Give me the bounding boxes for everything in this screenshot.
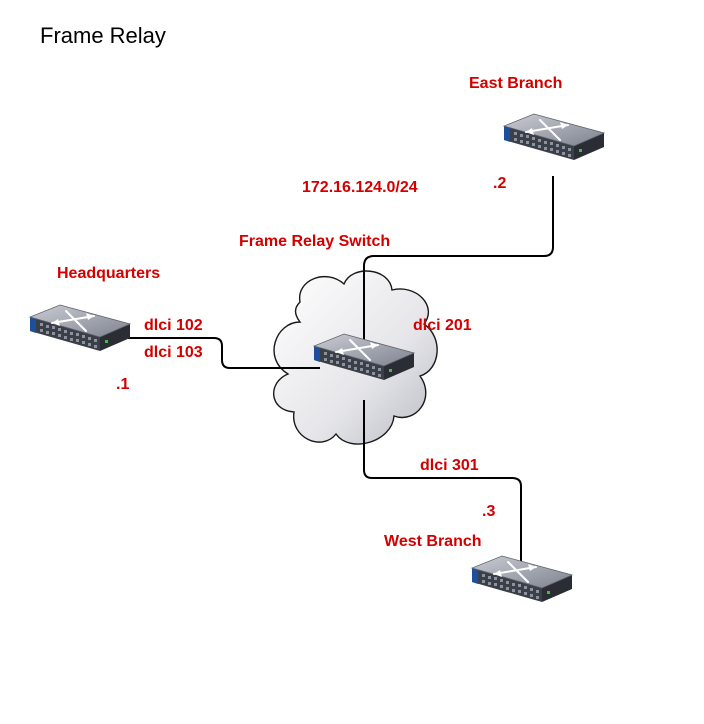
- diagram-title: Frame Relay: [40, 23, 166, 48]
- dlci-102-label: dlci 102: [144, 317, 203, 334]
- dlci-201-label: dlci 201: [413, 317, 472, 334]
- link-headquarters-switch: [128, 337, 320, 369]
- dlci-301-label: dlci 301: [420, 457, 479, 474]
- headquarters-router-icon: [29, 304, 131, 352]
- east-branch-label: East Branch: [469, 75, 562, 92]
- east-branch-address: .2: [493, 175, 506, 192]
- headquarters-label: Headquarters: [57, 265, 160, 282]
- west-branch-address: .3: [482, 503, 495, 520]
- switch-label: Frame Relay Switch: [239, 233, 390, 250]
- network-address: 172.16.124.0/24: [302, 179, 418, 196]
- west-branch-router-icon: [471, 555, 573, 603]
- west-branch-label: West Branch: [384, 533, 482, 550]
- dlci-103-label: dlci 103: [144, 344, 203, 361]
- headquarters-address: .1: [116, 376, 129, 393]
- link-switch-west: [363, 400, 522, 576]
- link-switch-east: [363, 176, 554, 340]
- east-branch-router-icon: [503, 113, 605, 161]
